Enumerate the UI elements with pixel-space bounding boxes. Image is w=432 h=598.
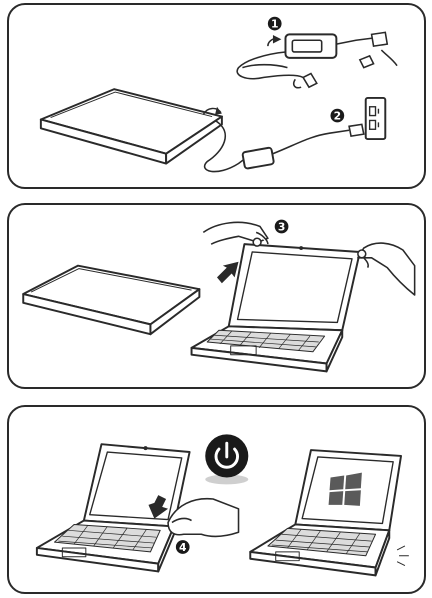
open-laptop-icon	[192, 244, 360, 371]
open-lid-illustration: 3	[9, 205, 424, 387]
step-panel-connect-power: 1 2	[7, 3, 426, 189]
open-laptop-icon	[37, 444, 190, 571]
connect-power-illustration: 1 2	[9, 5, 424, 187]
step-number-4: 4	[179, 541, 186, 554]
closed-laptop-icon	[23, 266, 199, 334]
power-on-illustration: 4	[9, 407, 424, 592]
step-panel-open-lid: 3	[7, 203, 426, 389]
step-number-3: 3	[278, 220, 285, 233]
step-badge-4: 4	[176, 540, 190, 554]
closed-laptop-icon	[41, 89, 222, 163]
step-number-1: 1	[271, 18, 278, 31]
step-badge-1: 1	[268, 17, 282, 31]
power-button-icon	[205, 434, 248, 484]
step-panel-power-on: 4	[7, 405, 426, 594]
booted-laptop-icon	[250, 450, 401, 575]
power-adapter-icon	[242, 147, 274, 168]
wall-outlet-icon	[366, 98, 386, 139]
step-number-2: 2	[334, 109, 341, 122]
adapter-assembly-icon	[237, 32, 397, 87]
step-badge-3: 3	[275, 220, 289, 234]
step-badge-2: 2	[330, 109, 344, 123]
arrow-right-icon	[217, 262, 239, 284]
glow-lines	[397, 546, 409, 566]
